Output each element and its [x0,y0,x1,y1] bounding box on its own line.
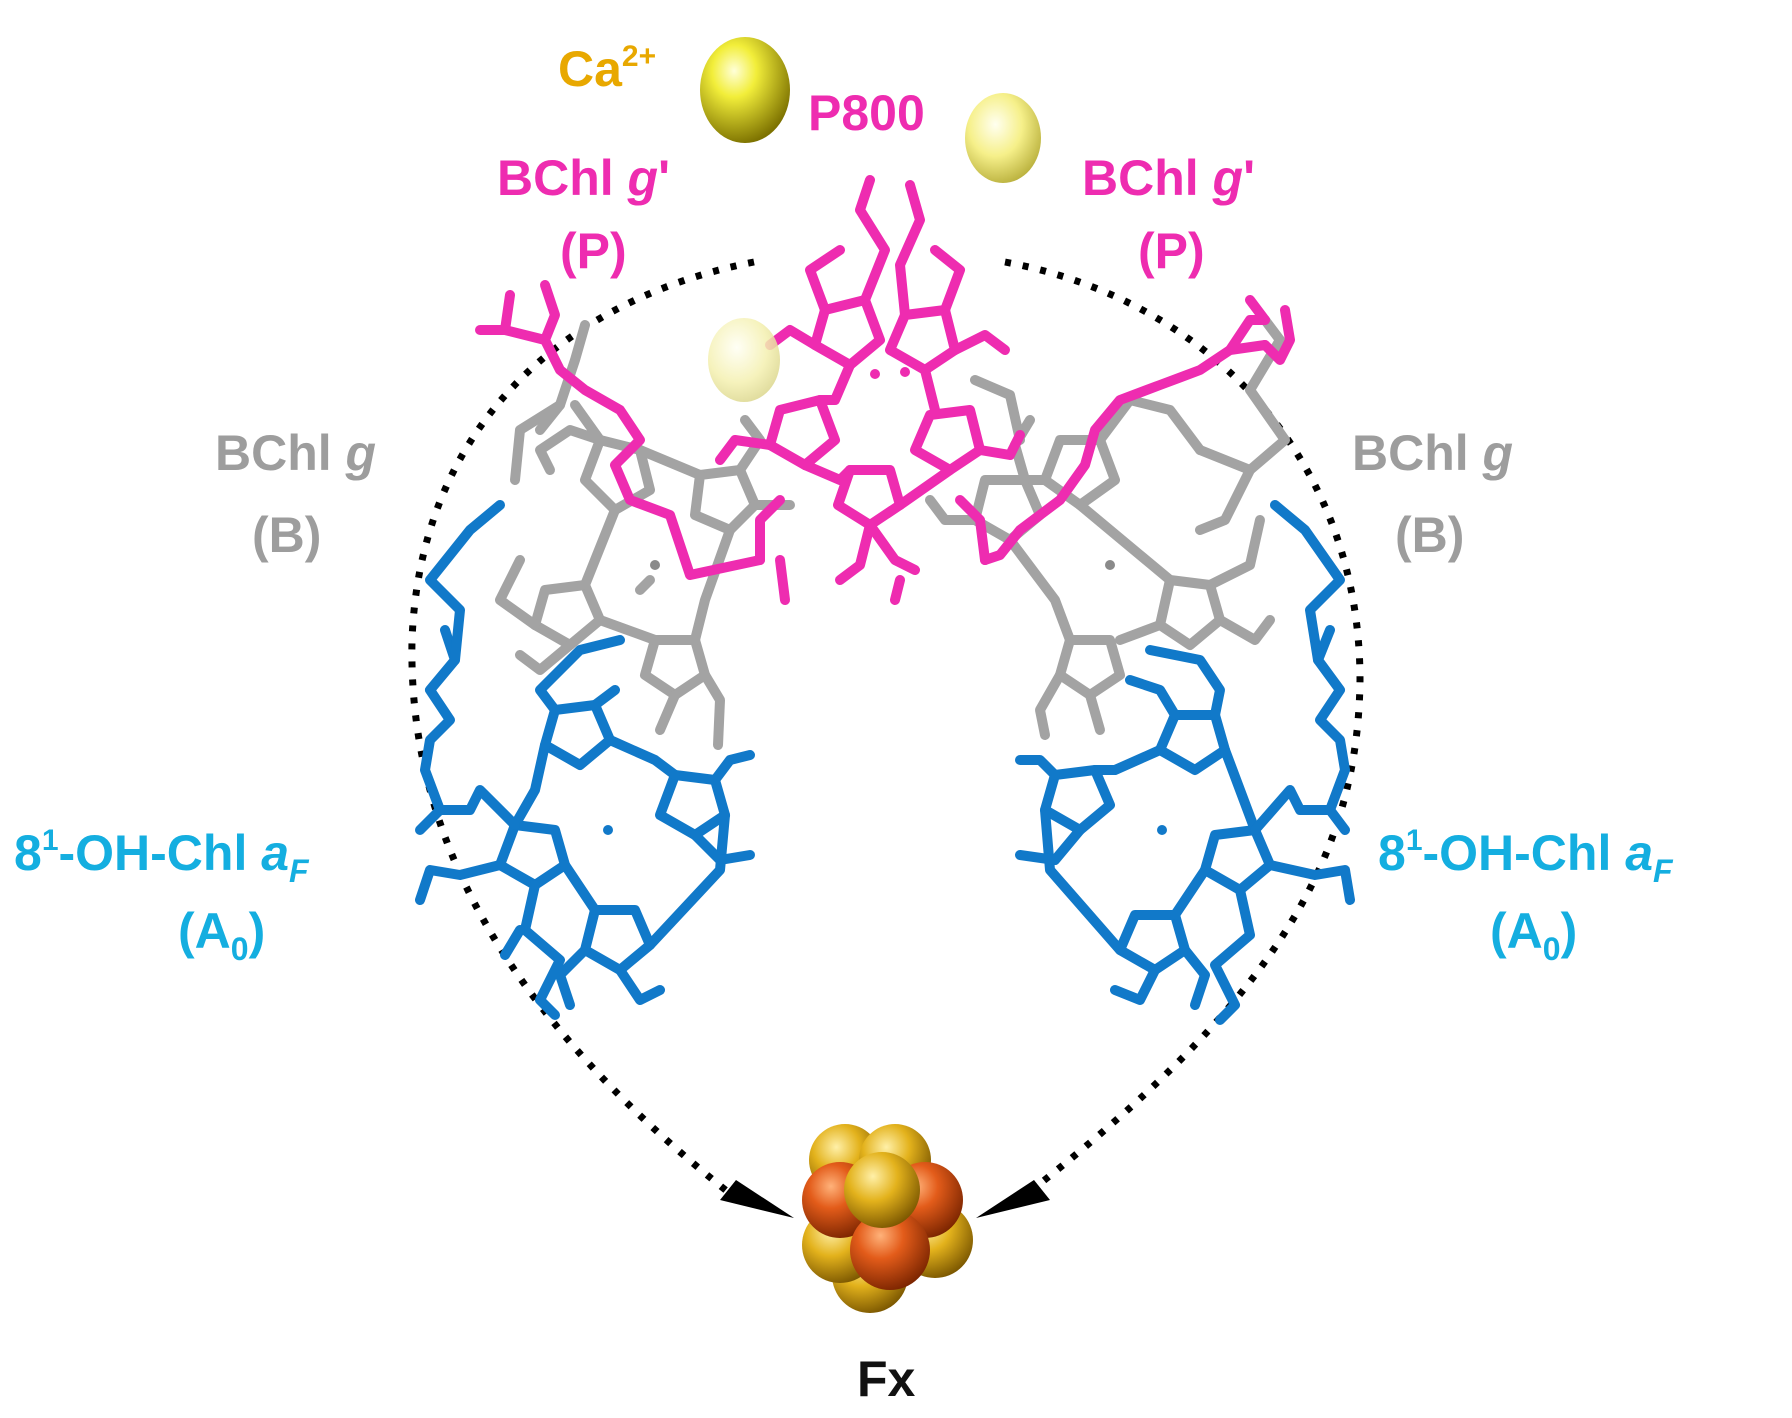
a0-right-label: 81-OH-Chl aF [1378,824,1674,889]
calcium-ion-1-icon [700,37,790,143]
p-right-role: (P) [1138,223,1205,279]
accessory-bchl-left [495,320,795,750]
fx-label: Fx [857,1351,916,1407]
right-dotted-arc [1004,258,1364,1193]
a0-chlorophyll-left [415,500,755,1020]
b-left-role: (B) [252,507,321,563]
a0-right-role: (A0) [1490,903,1577,967]
b-right-label: BChl g [1352,425,1513,481]
metal-centers [603,367,1167,835]
p800-label: P800 [808,85,925,141]
a0-chlorophyll-right [1015,500,1355,1025]
b-right-role: (B) [1395,507,1464,563]
fx-cluster-icon [802,1124,973,1313]
calcium-ion-3-icon [708,318,780,402]
accessory-bchl-right [925,315,1290,740]
p-right-label: BChl g' [1082,150,1255,206]
special-pair-p800 [475,175,1295,605]
calcium-ions [700,37,1041,402]
left-arrowhead-icon [720,1180,794,1218]
left-dotted-arc [408,258,755,1195]
b-left-label: BChl g [215,425,376,481]
arrowheads [720,1180,1050,1218]
calcium-ion-2-icon [965,93,1041,183]
p-left-label: BChl g' [497,150,670,206]
calcium-label: Ca2+ [558,40,656,97]
electron-transfer-paths [408,258,1364,1195]
right-arrowhead-icon [976,1180,1050,1218]
a0-left-label: 81-OH-Chl aF [14,824,310,889]
a0-left-role: (A0) [178,903,265,967]
p-left-role: (P) [560,223,627,279]
